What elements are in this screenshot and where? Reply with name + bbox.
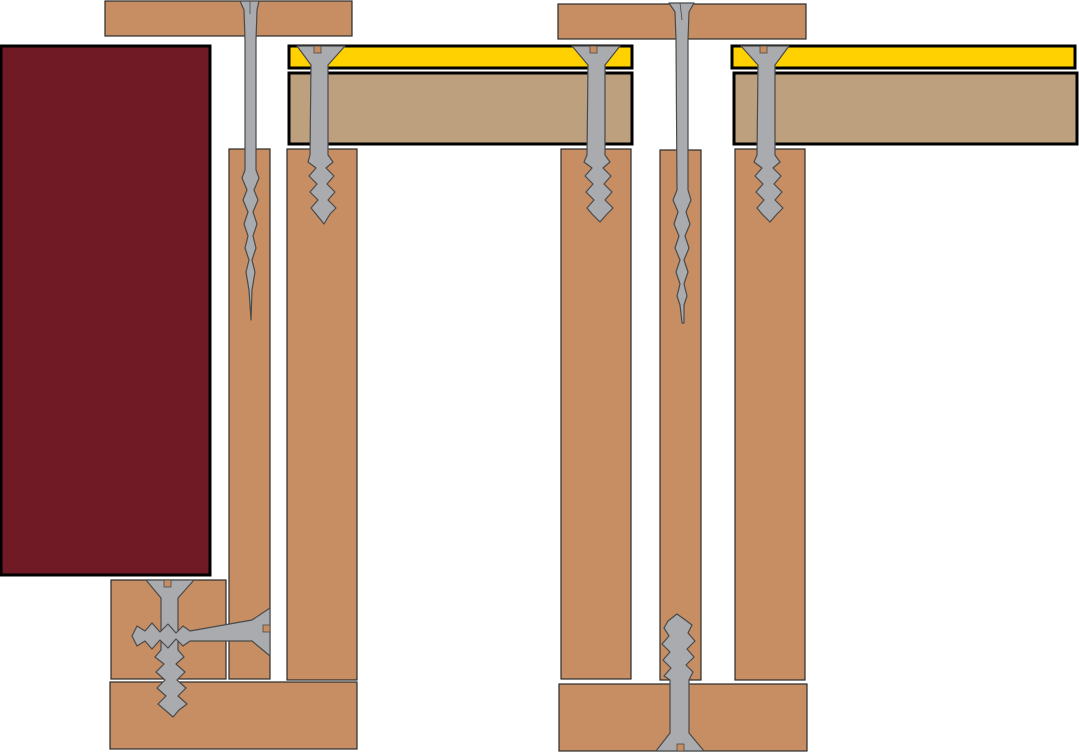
screw-icon bbox=[296, 45, 346, 225]
vertical-stud-left-wide bbox=[286, 148, 358, 681]
plywood-shelf-left bbox=[287, 71, 634, 146]
screw-icon bbox=[145, 579, 195, 718]
top-cap-left bbox=[104, 0, 353, 37]
screw-slot bbox=[589, 45, 598, 54]
plywood-shelf-right bbox=[732, 71, 1079, 146]
screw-slot bbox=[313, 45, 322, 54]
screw-slot bbox=[262, 624, 271, 633]
screw-icon bbox=[571, 45, 621, 223]
screw-icon bbox=[131, 607, 271, 657]
veneer-strip-right bbox=[730, 44, 1077, 70]
screw-slot bbox=[676, 743, 685, 752]
vertical-stud-right-a bbox=[560, 148, 632, 680]
screw-slot bbox=[759, 45, 768, 54]
screw-icon bbox=[655, 613, 705, 752]
maroon-panel bbox=[0, 44, 212, 577]
screw-slot bbox=[163, 579, 172, 588]
nail-icon bbox=[668, 2, 695, 324]
nail-icon bbox=[239, 0, 260, 321]
vertical-stud-right-b bbox=[734, 148, 806, 681]
bottom-plate-left bbox=[109, 681, 358, 750]
screw-icon bbox=[740, 45, 790, 223]
veneer-strip-left bbox=[287, 44, 634, 70]
